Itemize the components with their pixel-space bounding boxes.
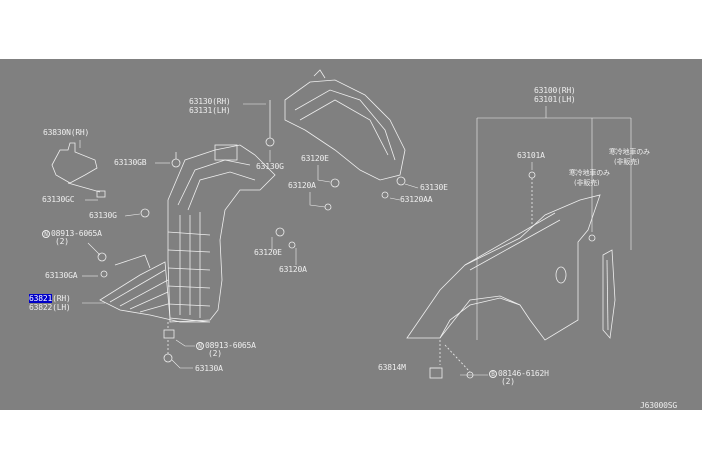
note-cold-region-a: 寒冷地車のみ — [569, 169, 610, 177]
part-number: 08146-6162H — [498, 369, 549, 378]
label-63101a[interactable]: 63101A — [517, 151, 545, 160]
front-fender — [406, 171, 616, 379]
qty-08146: (2) — [501, 377, 515, 386]
label-63120a-top[interactable]: 63120A — [288, 181, 316, 190]
part-number: 08913-6065A — [205, 341, 256, 350]
fender-liner-main — [167, 144, 276, 323]
label-63130a[interactable]: 63130A — [195, 364, 223, 373]
label-63822-lh[interactable]: 63822(LH) — [29, 303, 71, 312]
label-63100-rh[interactable]: 63100(RH) — [534, 86, 576, 95]
label-63830n[interactable]: 63830N(RH) — [43, 128, 90, 137]
label-63130ga[interactable]: 63130GA — [45, 271, 78, 280]
n-circle-icon: N — [42, 230, 50, 238]
qty-08913-upper: (2) — [55, 237, 69, 246]
label-63131-lh[interactable]: 63131(LH) — [189, 106, 231, 115]
label-63120e-top[interactable]: 63120E — [301, 154, 329, 163]
label-63814m[interactable]: 63814M — [378, 363, 406, 372]
part-number: 08913-6065A — [51, 229, 102, 238]
label-63120e-bottom[interactable]: 63120E — [254, 248, 282, 257]
fender-liner-upper — [284, 69, 406, 181]
note-not-for-sale-b: (非販売) — [614, 158, 640, 166]
splash-shield-63821 — [99, 254, 211, 323]
side-rh: (RH) — [52, 294, 71, 303]
label-63130-rh[interactable]: 63130(RH) — [189, 97, 231, 106]
label-63130e[interactable]: 63130E — [420, 183, 448, 192]
leader-lines — [79, 103, 632, 376]
label-63130gc[interactable]: 63130GC — [42, 195, 75, 204]
diagram-id: J63000SG — [640, 401, 677, 410]
highlighted-part-number: 63821 — [29, 294, 53, 303]
diagram-panel — [0, 59, 702, 410]
fasteners — [97, 100, 406, 363]
bracket-63830n — [51, 142, 106, 198]
b-circle-icon: B — [489, 370, 497, 378]
label-63821-rh[interactable]: 63821(RH) — [29, 294, 71, 303]
qty-08913-lower: (2) — [208, 349, 222, 358]
n-circle-icon: N — [196, 342, 204, 350]
label-63130g-left[interactable]: 63130G — [89, 211, 117, 220]
note-not-for-sale-a: (非販売) — [574, 179, 600, 187]
label-63120aa[interactable]: 63120AA — [400, 195, 433, 204]
label-63130g-top[interactable]: 63130G — [256, 162, 284, 171]
label-63130gb[interactable]: 63130GB — [114, 158, 147, 167]
label-63101-lh[interactable]: 63101(LH) — [534, 95, 576, 104]
label-63120a-bottom[interactable]: 63120A — [279, 265, 307, 274]
note-cold-region-b: 寒冷地車のみ — [609, 148, 650, 156]
